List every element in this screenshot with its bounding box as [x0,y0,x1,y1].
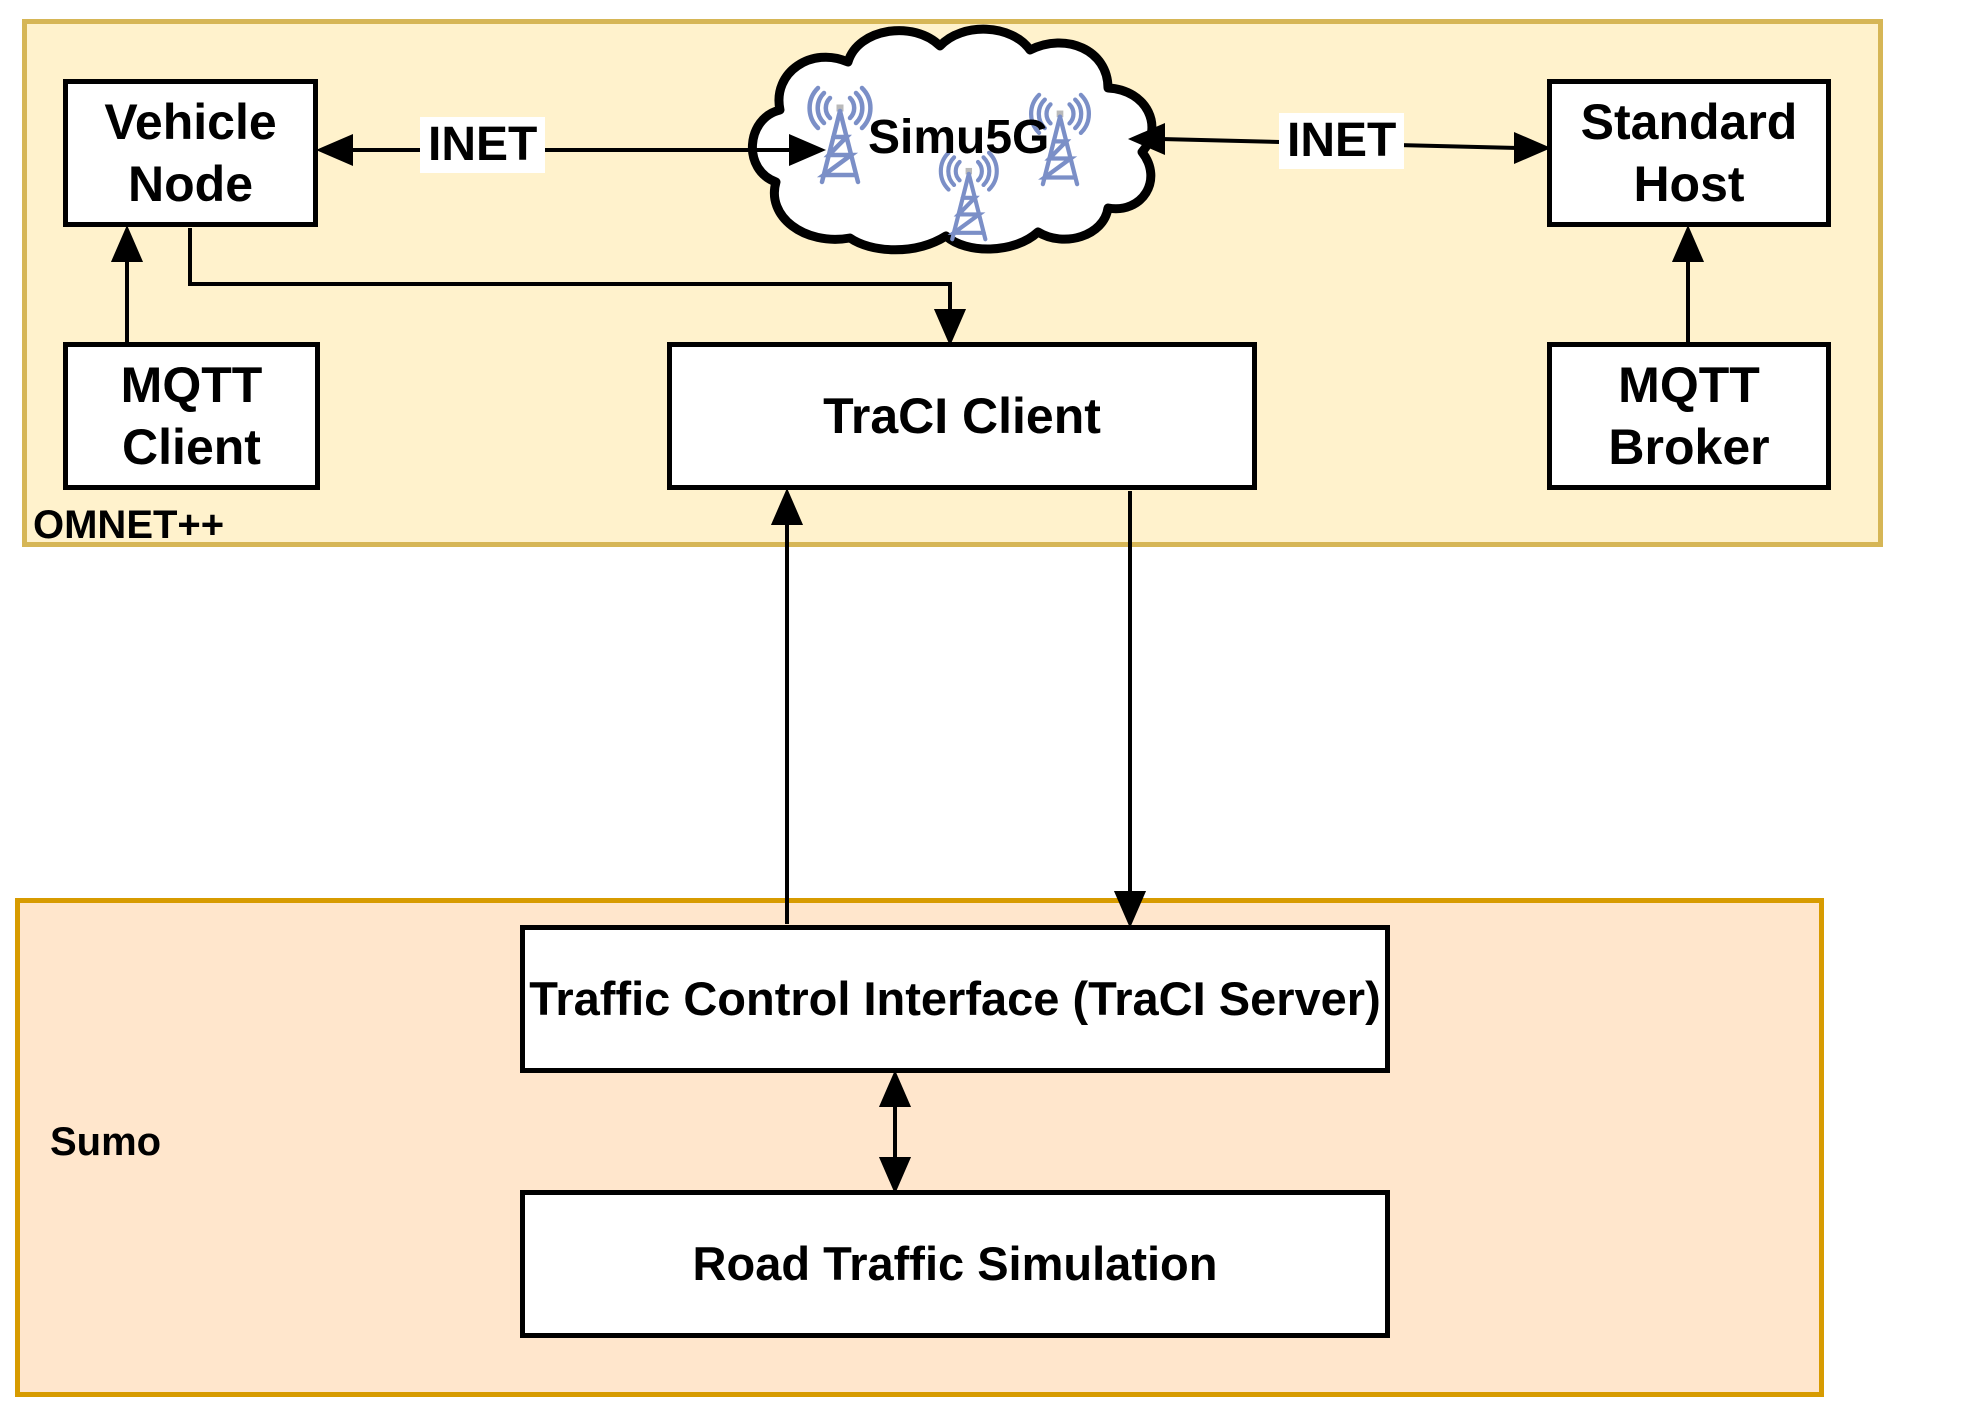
mqtt-broker-label-line1: MQTT [1618,357,1760,413]
standard-host-box: Standard Host [1547,79,1831,227]
traci-client-label: TraCI Client [823,388,1101,444]
mqtt-broker-label-line2: Broker [1608,419,1770,475]
traci-client-box: TraCI Client [667,342,1257,490]
road-traffic-simulation-label: Road Traffic Simulation [692,1237,1218,1290]
mqtt-broker-box: MQTT Broker [1547,342,1831,490]
omnet-region-label: OMNET++ [33,503,225,547]
vehicle-node-box: Vehicle Node [63,79,318,227]
mqtt-client-label-line1: MQTT [120,357,263,413]
standard-host-label-line1: Standard [1580,94,1798,150]
mqtt-client-box: MQTT Client [63,342,320,490]
sumo-region-label: Sumo [50,1120,162,1164]
vehicle-node-label-line2: Node [128,156,253,212]
inet-label-right: INET [1279,113,1405,169]
traci-server-box: Traffic Control Interface (TraCI Server) [520,925,1390,1073]
standard-host-label-line2: Host [1633,156,1745,212]
arrow-server-client [770,487,804,924]
vehicle-node-label-line1: Vehicle [104,94,277,150]
arrow-client-server [1113,491,1147,929]
mqtt-client-label-line2: Client [122,419,261,475]
road-traffic-simulation-box: Road Traffic Simulation [520,1190,1390,1338]
traci-server-label: Traffic Control Interface (TraCI Server) [529,972,1381,1025]
inet-label-left: INET [420,117,546,173]
simu5g-cloud-label: Simu5G [868,111,1050,164]
